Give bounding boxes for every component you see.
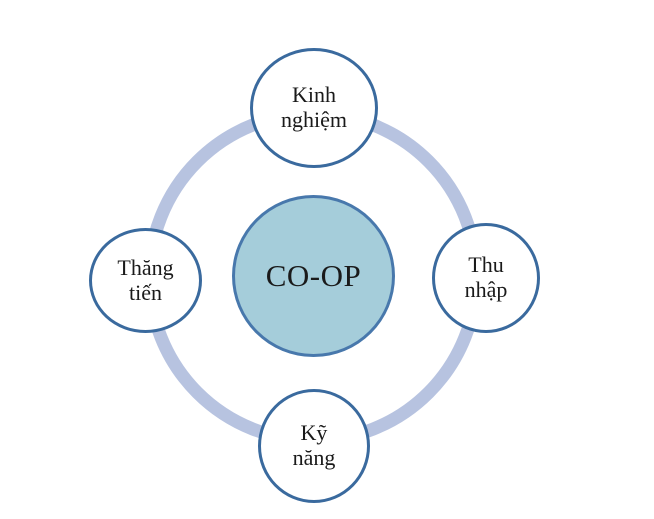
node-label-line2: nghiệm (281, 107, 347, 132)
node-label-line2: tiến (129, 279, 162, 305)
center-node-label: CO-OP (265, 257, 362, 293)
node-label-line1: Thăng (117, 254, 174, 280)
node-label-line1: Thu (468, 252, 504, 278)
node-thu-nhap: Thu nhập (432, 223, 540, 333)
node-label-line1: Kinh (292, 82, 336, 108)
node-label-line2: năng (292, 445, 336, 470)
node-kinh-nghiem: Kinh nghiệm (250, 48, 378, 168)
node-label-line2: nhập (464, 277, 508, 302)
node-label-line1: Kỹ (300, 420, 328, 446)
node-thang-tien: Thăng tiến (89, 228, 202, 333)
center-node-coop: CO-OP (232, 195, 395, 357)
node-ky-nang: Kỹ năng (258, 389, 370, 503)
